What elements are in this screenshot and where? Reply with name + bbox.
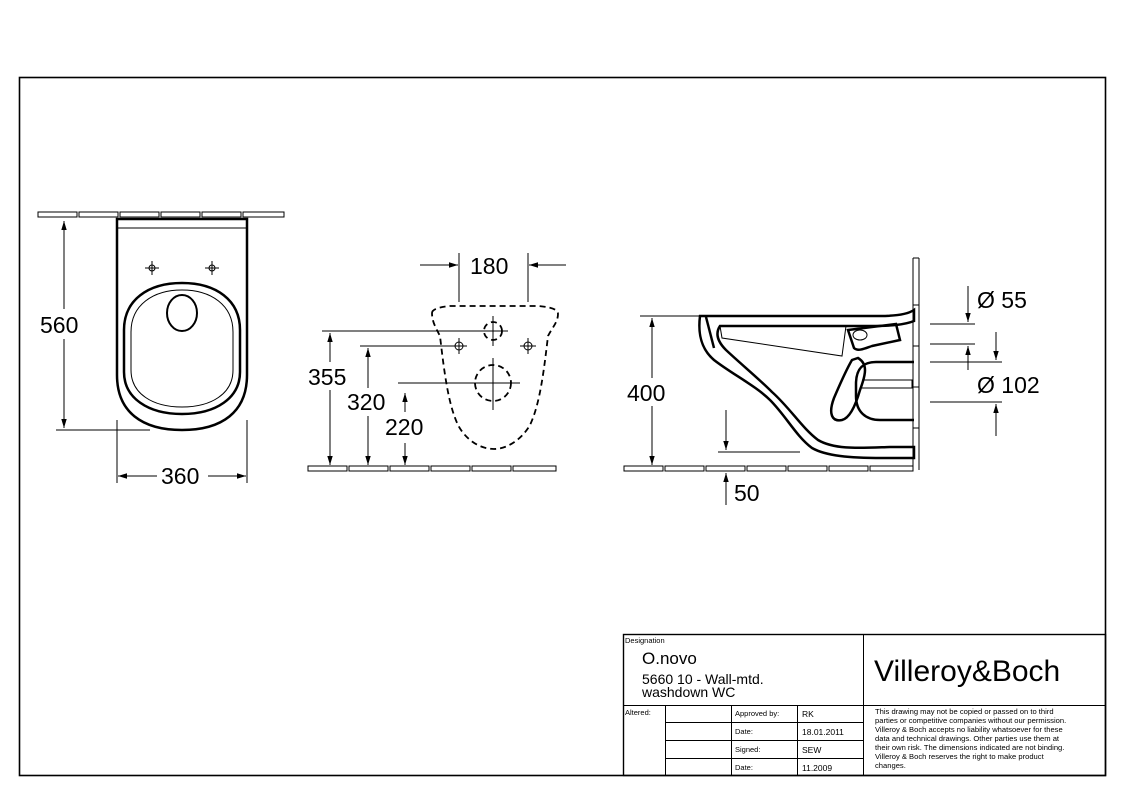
inlet-spout-side	[846, 322, 902, 351]
drawing-frame	[18, 76, 1107, 777]
pan-outline-rear	[431, 305, 559, 450]
dim-355-label: 355	[308, 364, 346, 390]
fixing-points-rear	[451, 338, 536, 354]
pan-body-side	[698, 307, 916, 460]
brand-logo: Villeroy&Boch	[874, 655, 1060, 688]
approved-by-value: RK	[802, 709, 814, 719]
dim-560-label: 560	[40, 312, 78, 338]
dim-50: 50	[718, 410, 800, 506]
altered-label: Altered:	[625, 708, 651, 717]
dim-400-label: 400	[627, 380, 665, 406]
dim-320-label: 320	[347, 389, 385, 415]
dim-inlet-diameter-label: Ø 55	[977, 287, 1027, 313]
dim-180-label: 180	[470, 253, 508, 279]
date-value-1: 18.01.2011	[802, 727, 844, 737]
wall-side	[912, 257, 920, 470]
dim-outlet-diameter: Ø 102	[930, 332, 1040, 436]
disclaimer-line-2: parties or competitive companies without…	[875, 716, 1066, 725]
disclaimer-line-5: their own risk. The dimensions indicated…	[875, 743, 1064, 752]
outlet-pipe-side	[854, 360, 914, 422]
dim-180: 180	[420, 253, 566, 302]
seat-fixing-marks	[145, 261, 219, 275]
bowl-drain	[166, 294, 198, 332]
inlet-marker-rear	[478, 316, 508, 346]
disclaimer-line-7: changes.	[875, 761, 906, 770]
signed-value: SEW	[802, 745, 821, 755]
dim-355: 355	[306, 330, 478, 465]
dim-220: 220	[385, 382, 466, 465]
side-view: 400 50 Ø 55 Ø 102	[623, 257, 1040, 506]
signed-label: Signed:	[735, 745, 760, 754]
designation-label: Designation	[625, 636, 665, 645]
disclaimer-line-4: data and technical drawings. Other parti…	[875, 734, 1060, 743]
product-description-2: washdown WC	[641, 684, 735, 700]
disclaimer-line-3: Villeroy & Boch accepts no liability wha…	[875, 725, 1063, 734]
disclaimer-line-1: This drawing may not be copied or passed…	[875, 707, 1054, 716]
dim-360: 360	[116, 420, 248, 489]
dim-320: 320	[346, 345, 452, 465]
dim-360-label: 360	[161, 463, 199, 489]
outlet-marker-rear	[466, 358, 520, 410]
wall-plates-top	[37, 211, 285, 218]
dim-outlet-diameter-label: Ø 102	[977, 372, 1040, 398]
approved-by-label: Approved by:	[735, 709, 779, 718]
date-label-2: Date:	[735, 763, 753, 772]
top-view: 560 360	[36, 211, 285, 489]
bowl-rim	[122, 281, 242, 416]
date-value-2: 11.2009	[802, 763, 832, 773]
dim-inlet-diameter: Ø 55	[930, 286, 1027, 370]
title-block: Designation O.novo 5660 10 - Wall-mtd. w…	[622, 633, 1107, 777]
siphon-side	[830, 356, 867, 422]
disclaimer-line-6: Villeroy & Boch reserves the right to ma…	[875, 752, 1045, 761]
dim-220-label: 220	[385, 414, 423, 440]
product-description-1: 5660 10 - Wall-mtd.	[642, 671, 764, 687]
date-label-1: Date:	[735, 727, 753, 736]
dim-50-label: 50	[734, 480, 760, 506]
rear-view: 180 355 320 220	[306, 253, 566, 472]
bowl-outline-top	[115, 217, 249, 432]
dim-400: 400	[626, 315, 700, 465]
dim-560: 560	[36, 221, 150, 431]
product-name: O.novo	[642, 649, 697, 668]
floor-plates-side	[623, 465, 914, 472]
floor-plates-rear	[307, 465, 557, 472]
